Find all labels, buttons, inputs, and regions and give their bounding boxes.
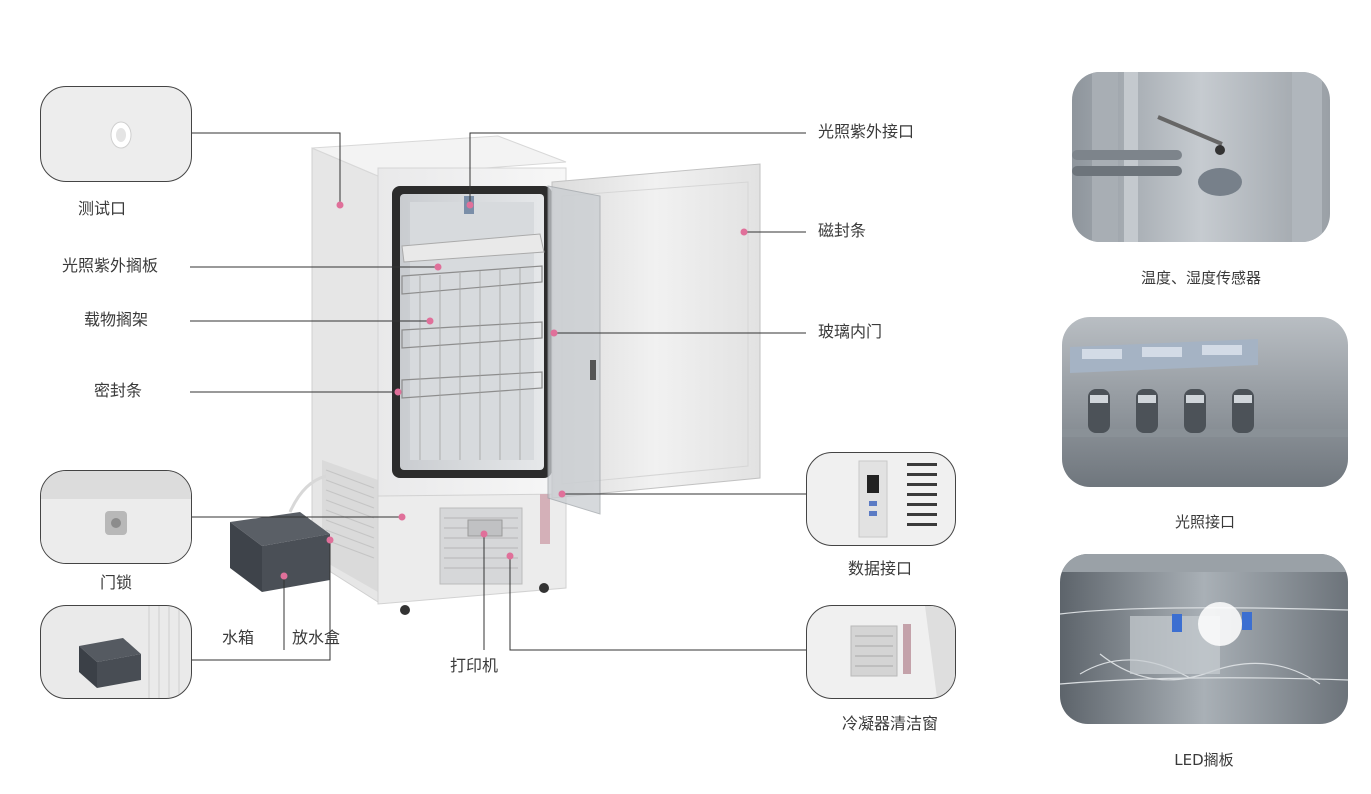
- label-magnetic-strip: 磁封条: [818, 221, 867, 240]
- label-seal-strip: 密封条: [94, 381, 143, 400]
- data-port-icon: [858, 460, 937, 538]
- sensor-caption: 温度、湿度传感器: [1140, 269, 1261, 287]
- lock-icon: [41, 471, 191, 563]
- label-uv-port: 光照紫外接口: [818, 122, 915, 141]
- test-port-inset: [40, 86, 192, 182]
- label-door-lock: 门锁: [100, 573, 133, 592]
- sensor-photo: [1072, 72, 1330, 242]
- label-water-tank: 水箱: [222, 628, 255, 647]
- water-tank-inset: [40, 605, 192, 699]
- label-test-port: 测试口: [78, 199, 127, 218]
- condenser-window-inset: [806, 605, 956, 699]
- door-lock-inset: [40, 470, 192, 564]
- test-port-icon: [110, 121, 132, 149]
- label-printer: 打印机: [450, 656, 499, 675]
- light-port-photo: [1062, 317, 1348, 487]
- led-shelf-caption: LED搁板: [1174, 751, 1234, 769]
- condenser-icon: [850, 606, 955, 698]
- led-shelf-photo: [1060, 554, 1348, 724]
- tank-icon: [79, 606, 180, 698]
- label-drain-box: 放水盒: [292, 628, 341, 647]
- sensor-photo-image: [1072, 72, 1330, 242]
- light-port-photo-image: [1062, 317, 1348, 487]
- label-uv-shelf: 光照紫外搁板: [62, 256, 159, 275]
- label-rack: 载物搁架: [84, 310, 149, 329]
- light-port-caption: 光照接口: [1174, 513, 1235, 531]
- label-condenser-window: 冷凝器清洁窗: [842, 714, 939, 733]
- led-shelf-photo-image: [1060, 554, 1348, 724]
- label-data-port: 数据接口: [848, 559, 913, 578]
- label-glass-inner-door: 玻璃内门: [818, 322, 883, 341]
- data-port-inset: [806, 452, 956, 546]
